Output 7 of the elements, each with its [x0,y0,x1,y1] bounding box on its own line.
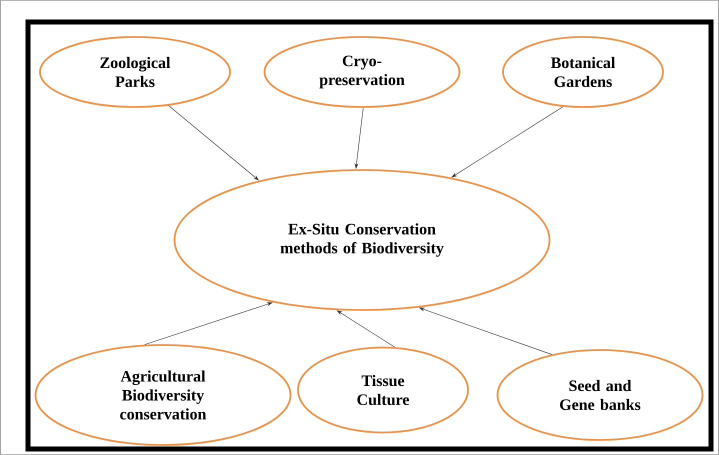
ellipse-node: Botanical Gardens [502,36,664,108]
ellipse-node: Agricultural Biodiversity conservation [34,344,292,446]
ellipse-node: Seed and Gene banks [496,349,704,441]
ellipse-node: Tissue Culture [297,346,469,434]
ellipse-node: Zoological Parks [39,36,231,108]
ellipse-node: Cryo-preservation [264,36,460,108]
ellipse-node: Ex-Situ Conservation methods of Biodiversity [174,169,550,311]
